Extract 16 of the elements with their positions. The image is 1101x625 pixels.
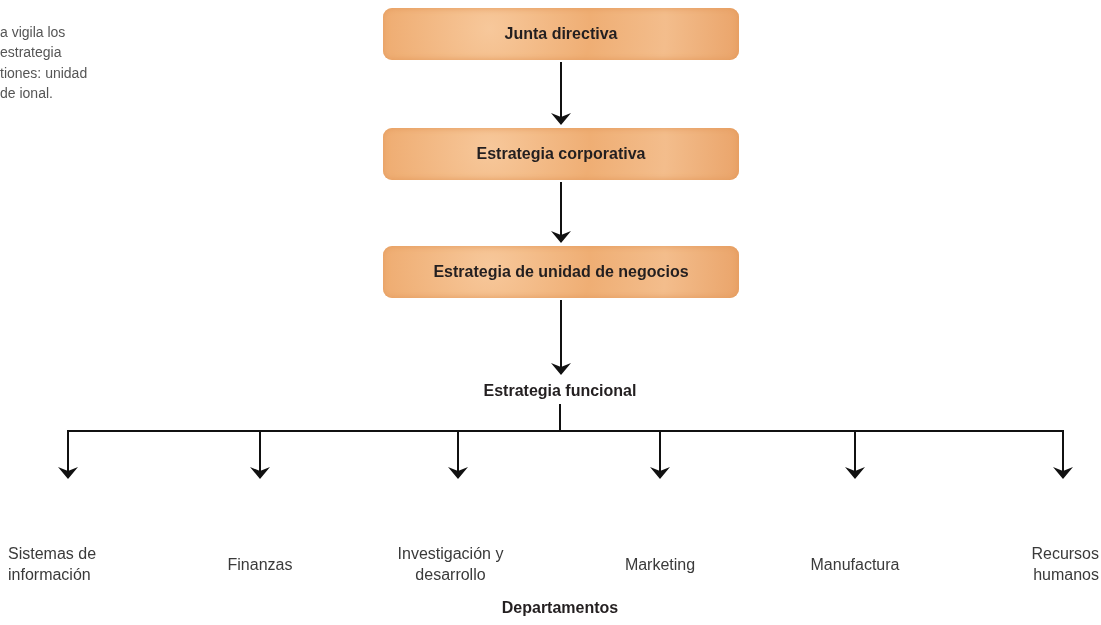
- group-label: Departamentos: [500, 598, 620, 618]
- arrow: [551, 181, 571, 243]
- level-label: Estrategia funcional: [440, 378, 680, 404]
- department-label: Recursos humanos: [1010, 540, 1101, 590]
- strategy-box: Junta directiva: [383, 8, 739, 60]
- department-label: Investigación y desarrollo: [388, 540, 513, 590]
- strategy-box: Estrategia corporativa: [383, 128, 739, 180]
- strategy-box: Estrategia de unidad de negocios: [383, 246, 739, 298]
- department-label: Sistemas de información: [0, 540, 125, 590]
- arrow: [559, 403, 1073, 479]
- department-label: Marketing: [590, 540, 730, 590]
- note-text: a vigila los estrategia tiones: unidad de ional.: [0, 23, 89, 103]
- department-label: Manufactura: [785, 540, 925, 590]
- arrow: [551, 299, 571, 375]
- arrow: [551, 61, 571, 125]
- department-label: Finanzas: [200, 540, 320, 590]
